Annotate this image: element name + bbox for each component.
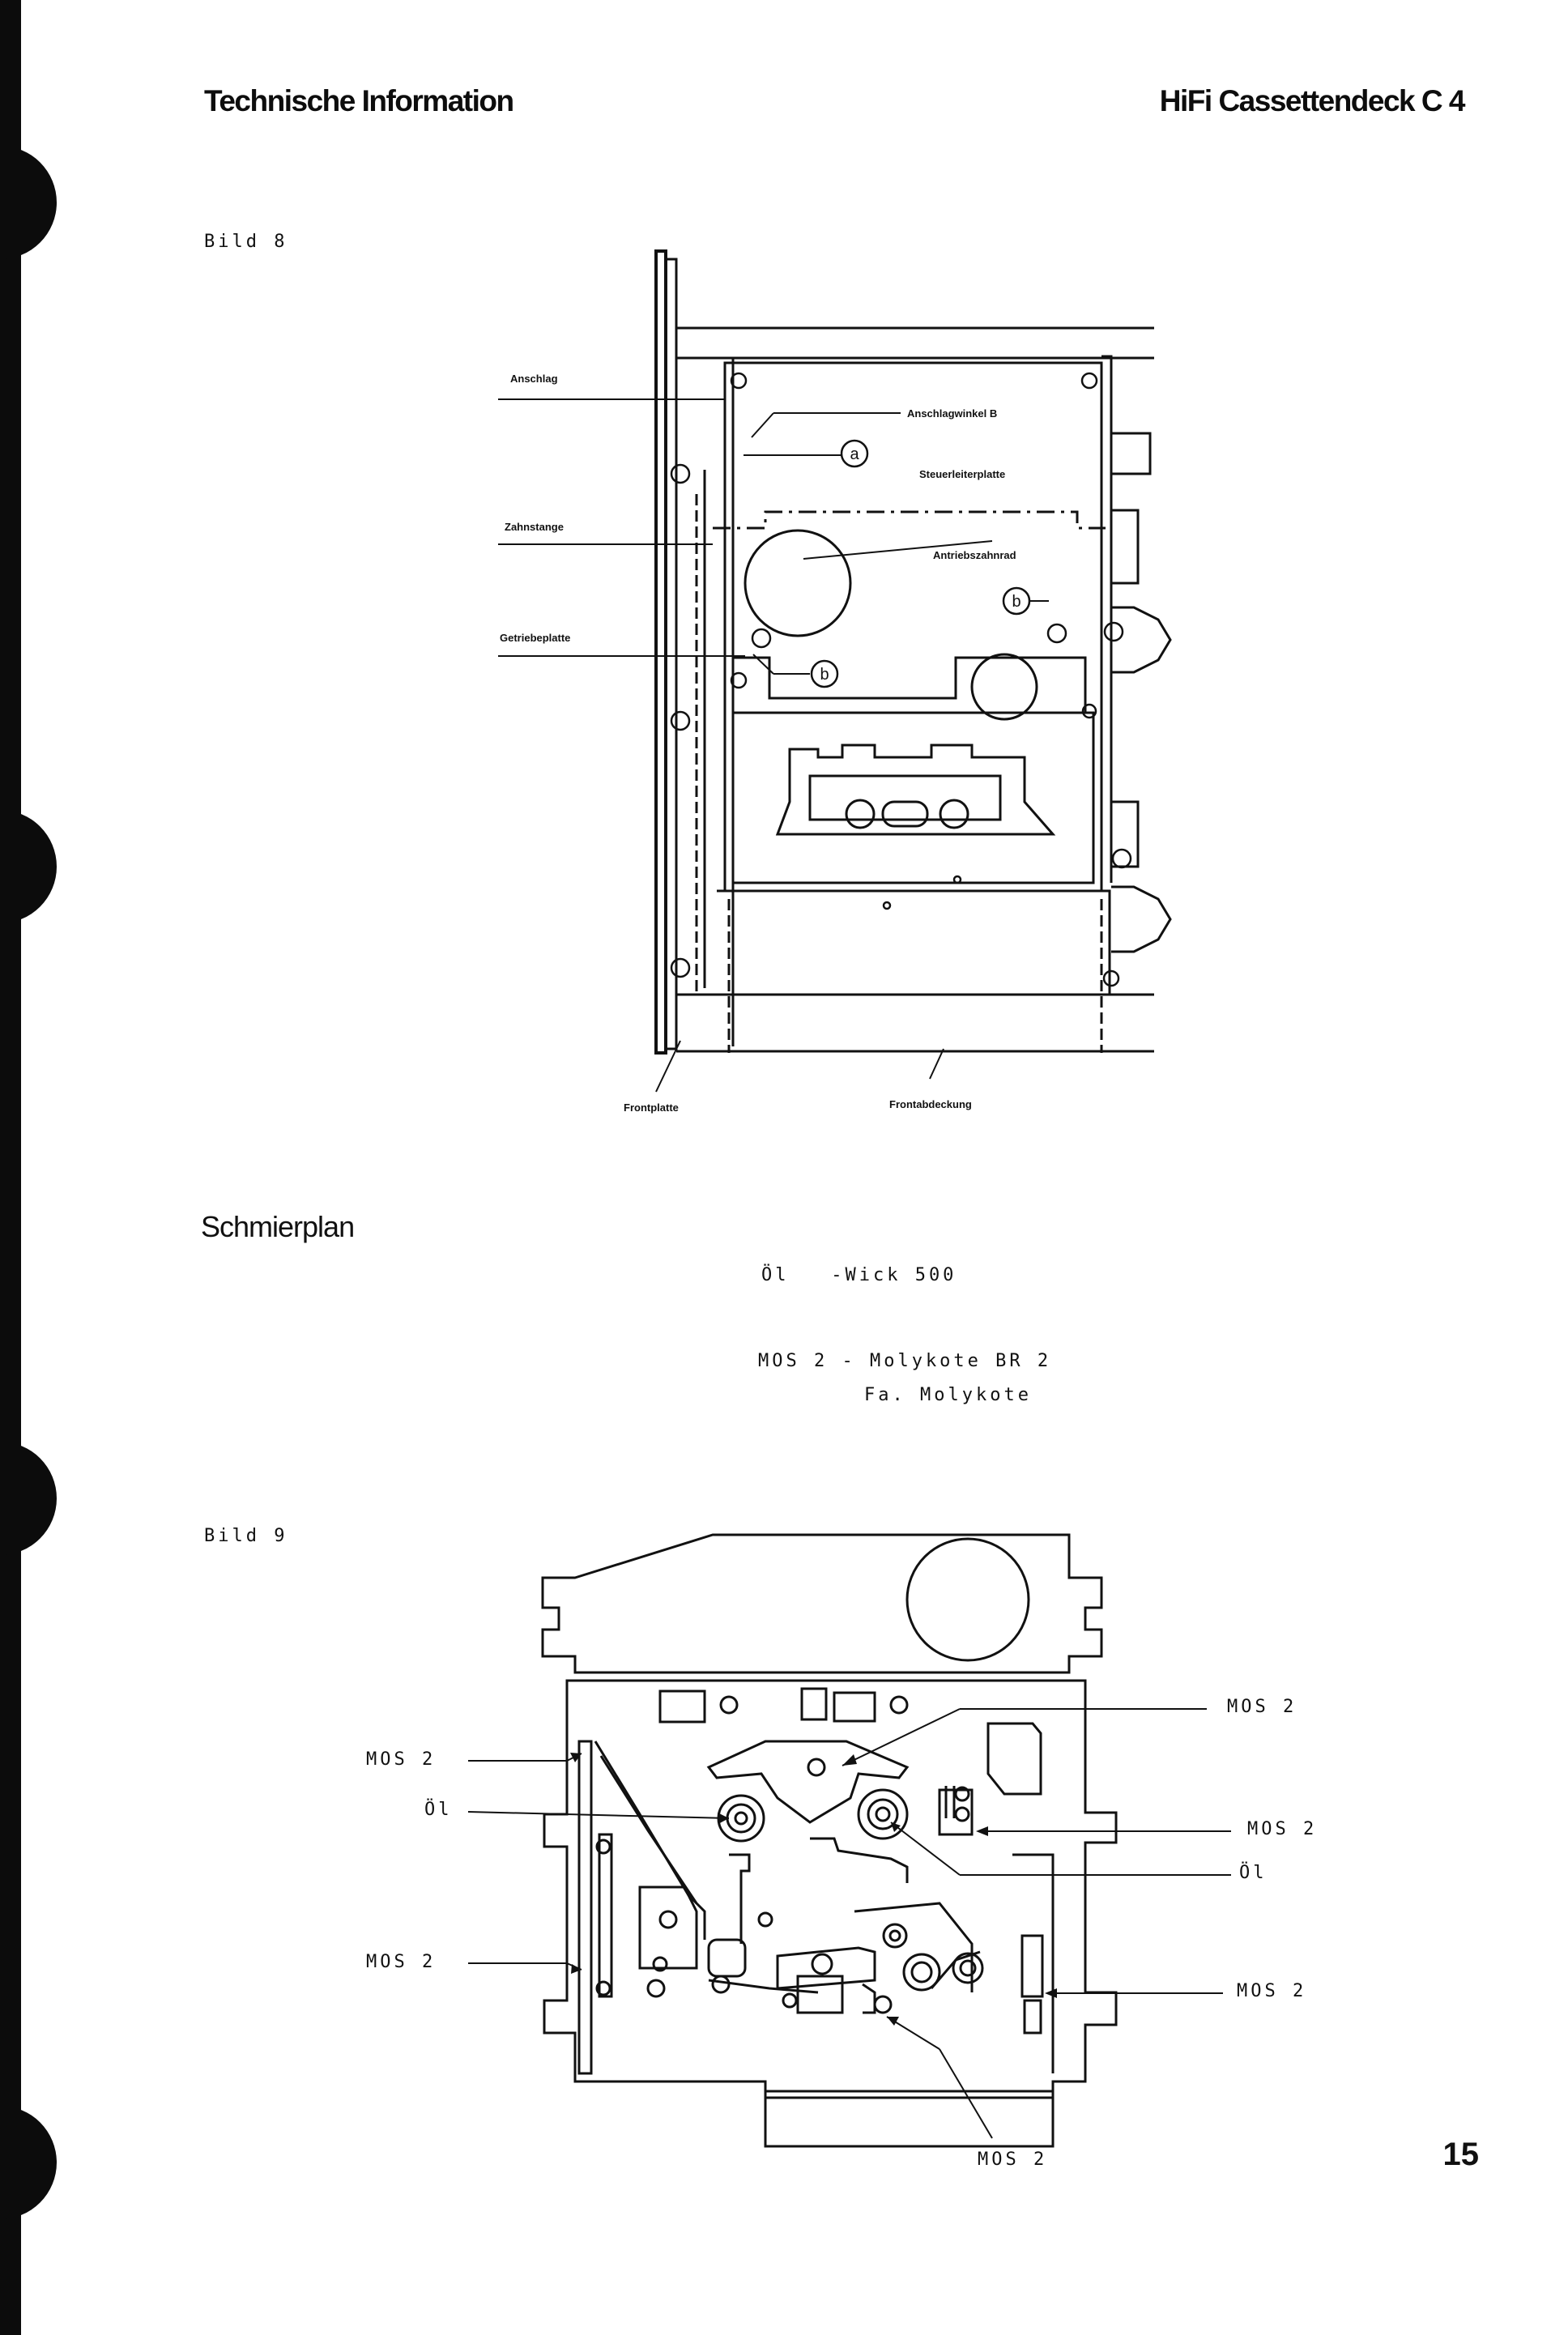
label-antriebszahnrad: Antriebszahnrad — [933, 549, 1016, 561]
figure8-caption: Bild 8 — [204, 232, 288, 252]
section-title: Schmierplan — [201, 1210, 355, 1243]
label-mos2-left-bottom: MOS 2 — [366, 1952, 437, 1972]
label-mos2-right-bottom: MOS 2 — [1237, 1981, 1307, 2001]
figure9-caption: Bild 9 — [204, 1526, 288, 1546]
marker-b-lower: b — [820, 666, 829, 684]
binding-hole — [0, 1442, 57, 1555]
label-getriebeplatte: Getriebeplatte — [500, 632, 570, 644]
label-zahnstange: Zahnstange — [505, 521, 564, 533]
label-frontabdeckung: Frontabdeckung — [889, 1098, 972, 1110]
label-anschlagwinkel: Anschlagwinkel B — [907, 407, 997, 420]
marker-a: a — [850, 445, 859, 463]
label-mos2-left-top: MOS 2 — [366, 1749, 437, 1770]
binding-edge — [0, 0, 21, 2335]
legend-oil: Öl -Wick 500 — [761, 1265, 957, 1285]
label-mos2-right-top: MOS 2 — [1227, 1697, 1297, 1717]
label-frontplatte: Frontplatte — [624, 1101, 679, 1114]
label-mos2-bottom: MOS 2 — [978, 2150, 1048, 2170]
legend-mos2: MOS 2 - Molykote BR 2 — [758, 1351, 1052, 1371]
marker-b-upper: b — [1012, 593, 1020, 611]
figure8-drawing: Anschlag Zahnstange Getriebeplatte Ansch… — [498, 249, 1172, 1114]
label-anschlag: Anschlag — [510, 373, 558, 385]
binding-hole — [0, 810, 57, 923]
label-steuerleiterplatte: Steuerleiterplatte — [919, 468, 1005, 480]
label-mos2-right-mid: MOS 2 — [1247, 1819, 1318, 1839]
binding-hole — [0, 146, 57, 259]
label-oil-right: Öl — [1239, 1863, 1268, 1883]
figure9-drawing — [467, 1533, 1231, 2148]
binding-hole — [0, 2106, 57, 2219]
header-left: Technische Information — [204, 84, 514, 117]
header-right: HiFi Cassettendeck C 4 — [1159, 84, 1466, 117]
page-number: 15 — [1442, 2137, 1480, 2172]
legend-manufacturer: Fa. Molykote — [864, 1385, 1032, 1405]
label-oil-left: Öl — [424, 1800, 453, 1820]
